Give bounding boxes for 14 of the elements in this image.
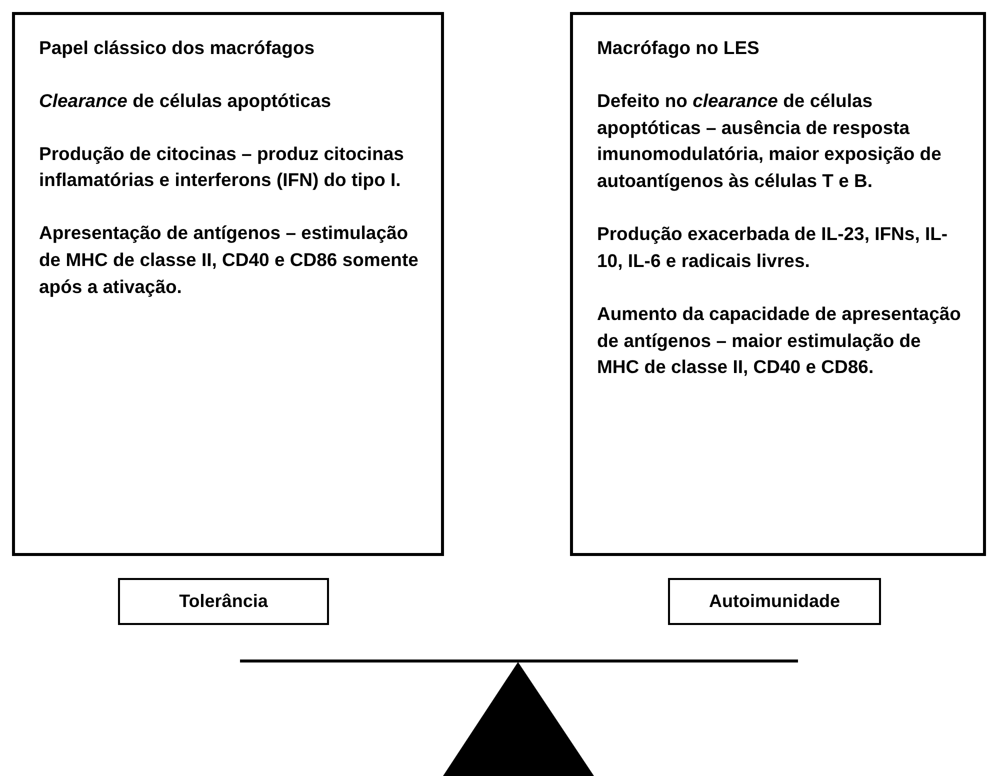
- paragraph: Aumento da capacidade de apresentação de antígenos – maior estimulação de MHC de classe II, CD40 e CD86.: [597, 302, 962, 380]
- paragraph: Defeito no clearance de células apoptóticas – ausência de resposta imunomodulatória, maior exposição de autoantígenos às células T e B.: [597, 88, 942, 194]
- text-panel: [12, 12, 444, 556]
- paragraph: Produção exacerbada de IL-23, IFNs, IL-10, IL-6 e radicais livres.: [597, 222, 949, 273]
- paragraph: Produção de citocinas – produz citocinas inflamatórias e interferons (IFN) do tipo I.: [39, 142, 405, 192]
- label-text: Autoimunidade: [709, 590, 840, 614]
- text-panel: [570, 12, 986, 556]
- paragraph: Clearance de células apoptóticas: [39, 88, 332, 113]
- panel-heading: Macrófago no LES: [597, 36, 760, 60]
- panel-heading: Papel clássico dos macrófagos: [39, 36, 316, 60]
- paragraph: Apresentação de antígenos – estimulação de MHC de classe II, CD40 e CD86 somente após a ativação.: [39, 221, 420, 299]
- label-box: [118, 578, 329, 625]
- label-box: [668, 578, 881, 625]
- label-text: Tolerância: [179, 590, 268, 614]
